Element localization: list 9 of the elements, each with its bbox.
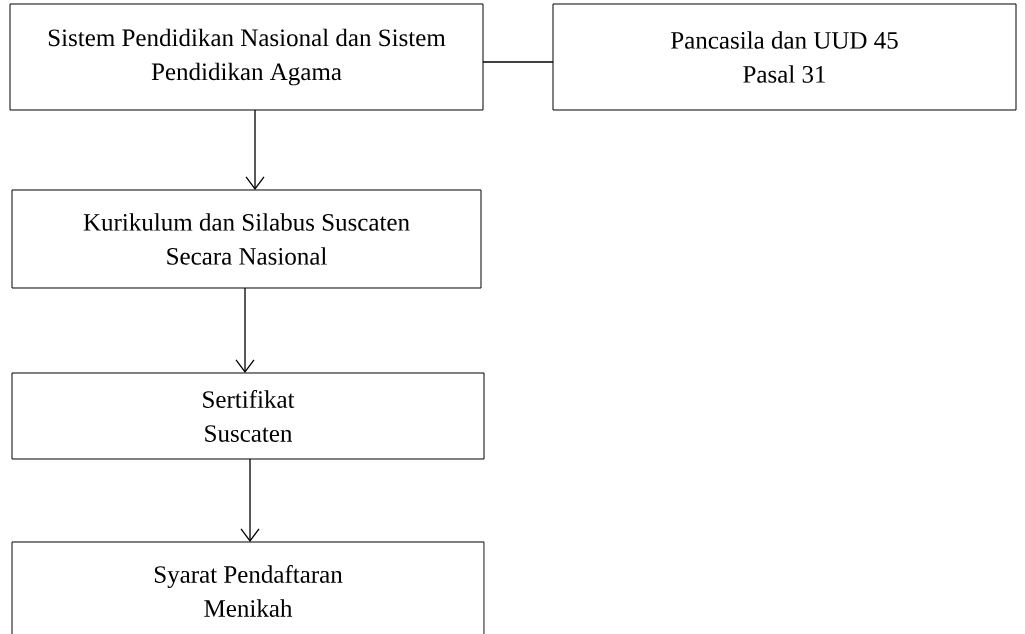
process-box: Pancasila dan UUD 45 Pasal 31 — [552, 3, 1017, 111]
process-box: Kurikulum dan Silabus Suscaten Secara Nasional — [11, 189, 482, 289]
connector-line — [482, 61, 554, 63]
arrow — [235, 287, 255, 373]
arrow — [245, 109, 265, 190]
process-box: Sertifikat Suscaten — [11, 372, 485, 460]
process-box: Sistem Pendidikan Nasional dan Sistem Pendidikan Agama — [9, 3, 484, 111]
process-box: Syarat Pendaftaran Menikah — [11, 541, 485, 634]
arrow — [240, 458, 260, 542]
